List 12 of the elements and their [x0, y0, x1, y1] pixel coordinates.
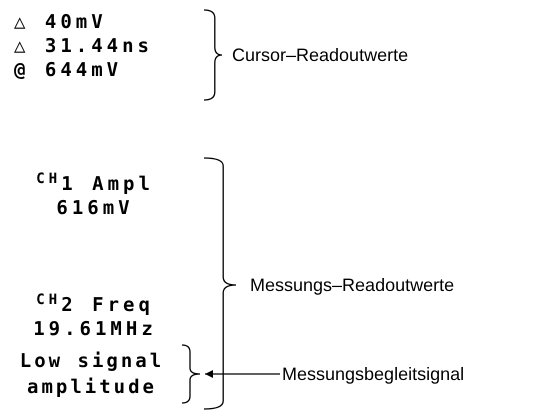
readout-value: 616mV	[56, 196, 134, 220]
readout-value: △ 31.44ns	[14, 34, 153, 58]
signal-message: Low signal amplitude	[18, 349, 166, 400]
annotation-label: Cursor–Readoutwerte	[232, 44, 408, 66]
annotation-label: Messungsbegleitsignal	[282, 363, 464, 385]
readout-value: $^{CH}$2 Freq	[36, 293, 154, 317]
readout-value: 19.61MHz	[33, 317, 157, 341]
readout-value: △ 40mV	[14, 10, 107, 34]
arrow	[205, 370, 280, 378]
readout-value: $^{CH}$1 Ampl	[36, 172, 154, 196]
readout-value: @ 644mV	[14, 58, 122, 82]
annotation-label: Messungs–Readoutwerte	[250, 274, 454, 296]
